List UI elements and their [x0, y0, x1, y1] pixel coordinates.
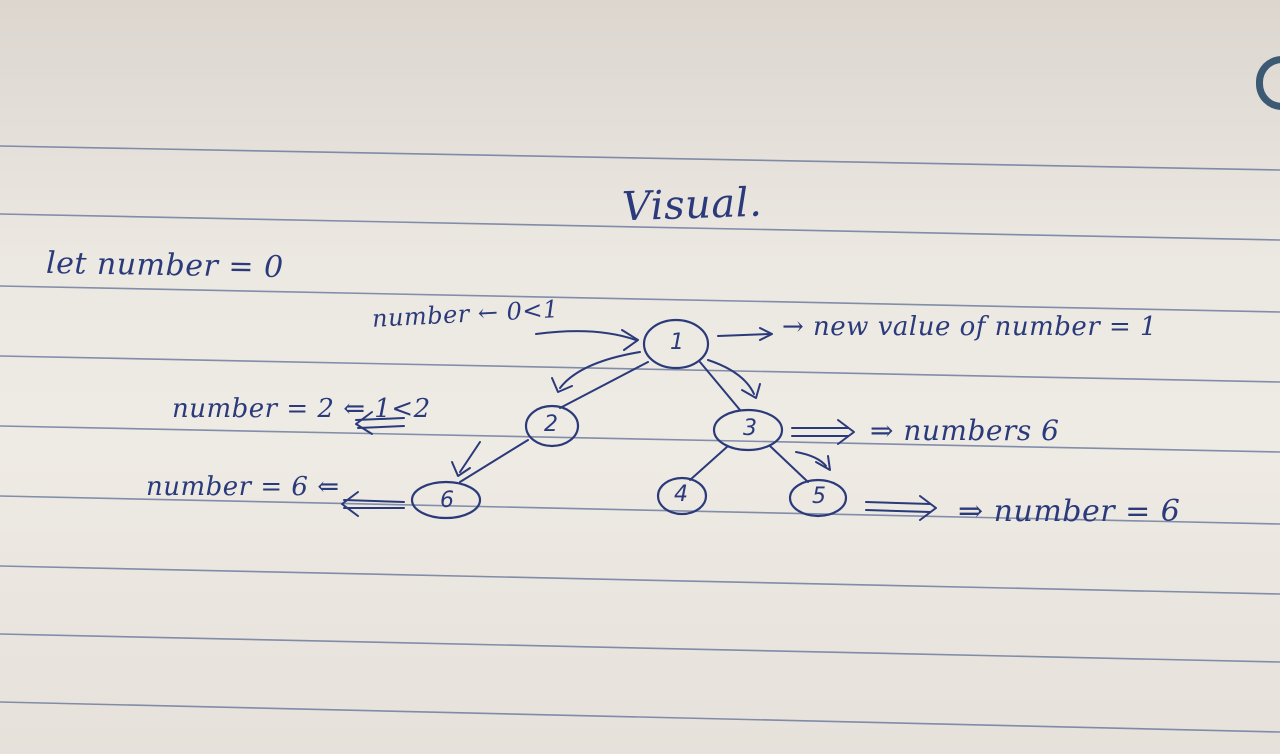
node-6-note: number = 6 ⇐: [146, 472, 340, 502]
double-arrow-3: [791, 427, 849, 437]
root-outgoing-note: → new value of number = 1: [782, 312, 1158, 342]
arrow-root-to-3: [707, 359, 755, 395]
double-arrow-5: [865, 501, 931, 513]
node-2-circle: [524, 404, 580, 448]
init-statement: let number = 0: [45, 245, 284, 286]
arrow-root-to-2-head: [551, 377, 573, 393]
double-arrow-6-head: [341, 491, 359, 517]
ruled-line: [0, 633, 1280, 663]
ruled-line: [0, 425, 1280, 453]
ruled-line: [0, 213, 1280, 241]
arrow-root-to-3-head: [741, 383, 761, 399]
arrow-3-to-5: [795, 451, 827, 467]
node-3-label: 3: [743, 416, 757, 441]
node-4-circle: [656, 476, 708, 516]
double-arrow-2-head: [355, 411, 373, 435]
node-6-label: 6: [440, 488, 454, 513]
ruled-line: [0, 565, 1280, 595]
edge-1-3: [699, 361, 741, 411]
arrow-into-root: [535, 330, 637, 341]
node-1-label: 1: [670, 330, 684, 355]
double-arrow-3-head: [837, 419, 855, 445]
node-5-label: 5: [812, 484, 826, 509]
node-1-circle: [642, 318, 710, 370]
double-arrow-2: [355, 417, 405, 429]
arrow-root-out: [717, 333, 771, 337]
double-arrow-6: [343, 499, 405, 509]
node-5-note: ⇒ number = 6: [958, 494, 1181, 529]
arrow-2-to-6-head: [451, 461, 471, 477]
arrow-root-out-head: [759, 327, 773, 341]
ruled-line: [0, 701, 1280, 733]
node-2-note: number = 2 ⇐ 1<2: [172, 394, 431, 424]
ruled-line: [0, 145, 1280, 171]
arrow-2-to-6: [459, 441, 481, 473]
edge-1-2: [559, 361, 649, 409]
arrow-root-to-2: [559, 351, 641, 389]
node-3-note: ⇒ numbers 6: [870, 414, 1060, 447]
arrow-into-root-head: [621, 329, 639, 351]
node-6-circle: [410, 480, 482, 520]
ruled-line: [0, 495, 1280, 525]
edge-2-6: [459, 439, 529, 483]
page-title: Visual.: [621, 179, 763, 231]
app-logo-c: [1256, 56, 1280, 110]
edge-3-5: [769, 445, 809, 483]
node-5-circle: [788, 478, 848, 518]
double-arrow-5-head: [919, 495, 937, 521]
node-3-circle: [712, 408, 784, 452]
node-4-label: 4: [674, 482, 688, 507]
arrow-3-to-5-head: [815, 455, 831, 471]
node-2-label: 2: [544, 412, 558, 437]
ruled-line: [0, 285, 1280, 313]
ruled-line: [0, 355, 1280, 383]
edge-3-4: [689, 445, 729, 481]
